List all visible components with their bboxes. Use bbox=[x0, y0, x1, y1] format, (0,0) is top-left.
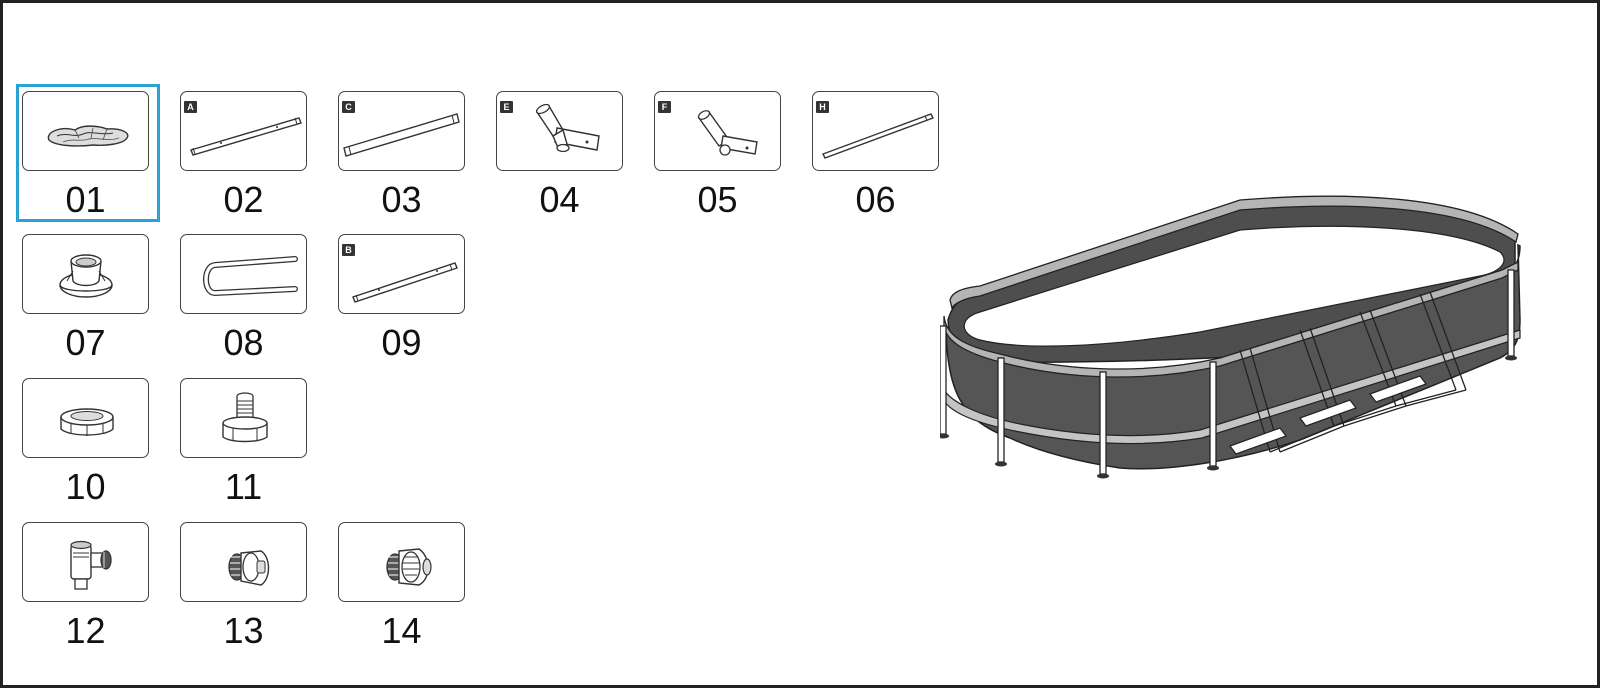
part-13[interactable]: 13 bbox=[180, 522, 307, 649]
part-07[interactable]: 07 bbox=[22, 234, 149, 361]
joint-e-icon bbox=[535, 103, 600, 153]
part-04-box[interactable]: E bbox=[496, 91, 623, 171]
part-09-box[interactable]: B bbox=[338, 234, 465, 314]
part-09-letter: B bbox=[342, 244, 355, 256]
part-02-number: 02 bbox=[223, 179, 264, 220]
part-05[interactable]: F 05 bbox=[654, 91, 781, 218]
pole-c-icon bbox=[343, 113, 460, 157]
part-12-number: 12 bbox=[65, 610, 106, 651]
pool-liner-icon bbox=[47, 125, 129, 147]
part-11-number: 11 bbox=[224, 466, 263, 507]
part-13-number: 13 bbox=[223, 610, 264, 651]
part-09-number: 09 bbox=[381, 322, 422, 363]
part-14-number: 14 bbox=[381, 610, 422, 651]
part-03[interactable]: C 03 bbox=[338, 91, 465, 218]
pole-a-icon bbox=[190, 117, 302, 156]
pole-h-icon bbox=[822, 113, 934, 159]
part-14-box[interactable] bbox=[338, 522, 465, 602]
part-02-box[interactable]: A bbox=[180, 91, 307, 171]
part-09[interactable]: B 09 bbox=[338, 234, 465, 361]
part-11-box[interactable] bbox=[180, 378, 307, 458]
part-02[interactable]: A 02 bbox=[180, 91, 307, 218]
part-12[interactable]: 12 bbox=[22, 522, 149, 649]
part-11[interactable]: 11 bbox=[180, 378, 307, 505]
part-04-number: 04 bbox=[539, 179, 580, 220]
part-04-letter: E bbox=[500, 101, 513, 113]
part-06-number: 06 bbox=[855, 179, 896, 220]
part-05-box[interactable]: F bbox=[654, 91, 781, 171]
part-12-box[interactable] bbox=[22, 522, 149, 602]
leg-base-icon bbox=[59, 254, 113, 298]
part-08-box[interactable] bbox=[180, 234, 307, 314]
part-10-box[interactable] bbox=[22, 378, 149, 458]
part-14[interactable]: 14 bbox=[338, 522, 465, 649]
part-03-number: 03 bbox=[381, 179, 422, 220]
part-05-letter: F bbox=[658, 101, 671, 113]
part-01-number: 01 bbox=[65, 179, 106, 220]
pole-b-icon bbox=[352, 262, 458, 303]
nut-icon bbox=[60, 408, 114, 436]
part-08-number: 08 bbox=[223, 322, 264, 363]
assembled-pool-icon bbox=[940, 195, 1521, 479]
part-06[interactable]: H 06 bbox=[812, 91, 939, 218]
part-10[interactable]: 10 bbox=[22, 378, 149, 505]
part-07-box[interactable] bbox=[22, 234, 149, 314]
part-01[interactable]: 01 bbox=[22, 91, 149, 218]
part-06-letter: H bbox=[816, 101, 829, 113]
part-10-number: 10 bbox=[65, 466, 106, 507]
part-07-number: 07 bbox=[65, 322, 106, 363]
part-02-letter: A bbox=[184, 101, 197, 113]
part-13-box[interactable] bbox=[180, 522, 307, 602]
part-06-box[interactable]: H bbox=[812, 91, 939, 171]
part-03-letter: C bbox=[342, 101, 355, 113]
inlet-fitting-icon bbox=[386, 548, 432, 586]
part-08[interactable]: 08 bbox=[180, 234, 307, 361]
drain-valve-icon bbox=[70, 540, 112, 590]
part-04[interactable]: E 04 bbox=[496, 91, 623, 218]
part-03-box[interactable]: C bbox=[338, 91, 465, 171]
joint-f-icon bbox=[697, 110, 758, 156]
hose-adapter-icon bbox=[222, 392, 268, 443]
part-01-box[interactable] bbox=[22, 91, 149, 171]
part-05-number: 05 bbox=[697, 179, 738, 220]
strainer-icon bbox=[228, 550, 270, 586]
u-pin-icon bbox=[203, 256, 298, 297]
